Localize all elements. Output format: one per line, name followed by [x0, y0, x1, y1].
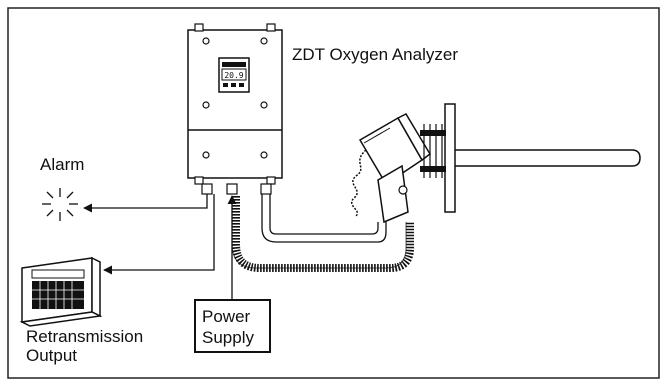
retransmission-label-line1: Retransmission	[26, 327, 143, 346]
flexible-conduit	[231, 196, 414, 272]
retransmission-label-line2: Output	[26, 346, 77, 365]
analyzer-unit: 20.9	[187, 23, 283, 195]
display-reading: 20.9	[224, 71, 243, 80]
analyzer-display: 20.9	[218, 57, 250, 93]
alarm-wire	[83, 194, 208, 213]
alarm-icon	[42, 188, 78, 221]
power-supply-box	[194, 299, 271, 353]
outer-frame	[7, 7, 660, 379]
retransmission-wire	[103, 194, 215, 275]
analyzer-label: ZDT Oxygen Analyzer	[292, 45, 458, 64]
recorder-icon	[19, 256, 103, 327]
probe-head	[351, 113, 431, 224]
power-label-line1: Power	[202, 307, 251, 326]
alarm-label: Alarm	[40, 155, 84, 174]
mounting-flange	[420, 103, 456, 213]
signal-cable	[261, 194, 387, 243]
probe-tube	[455, 149, 641, 167]
power-label-line2: Supply	[202, 328, 254, 347]
